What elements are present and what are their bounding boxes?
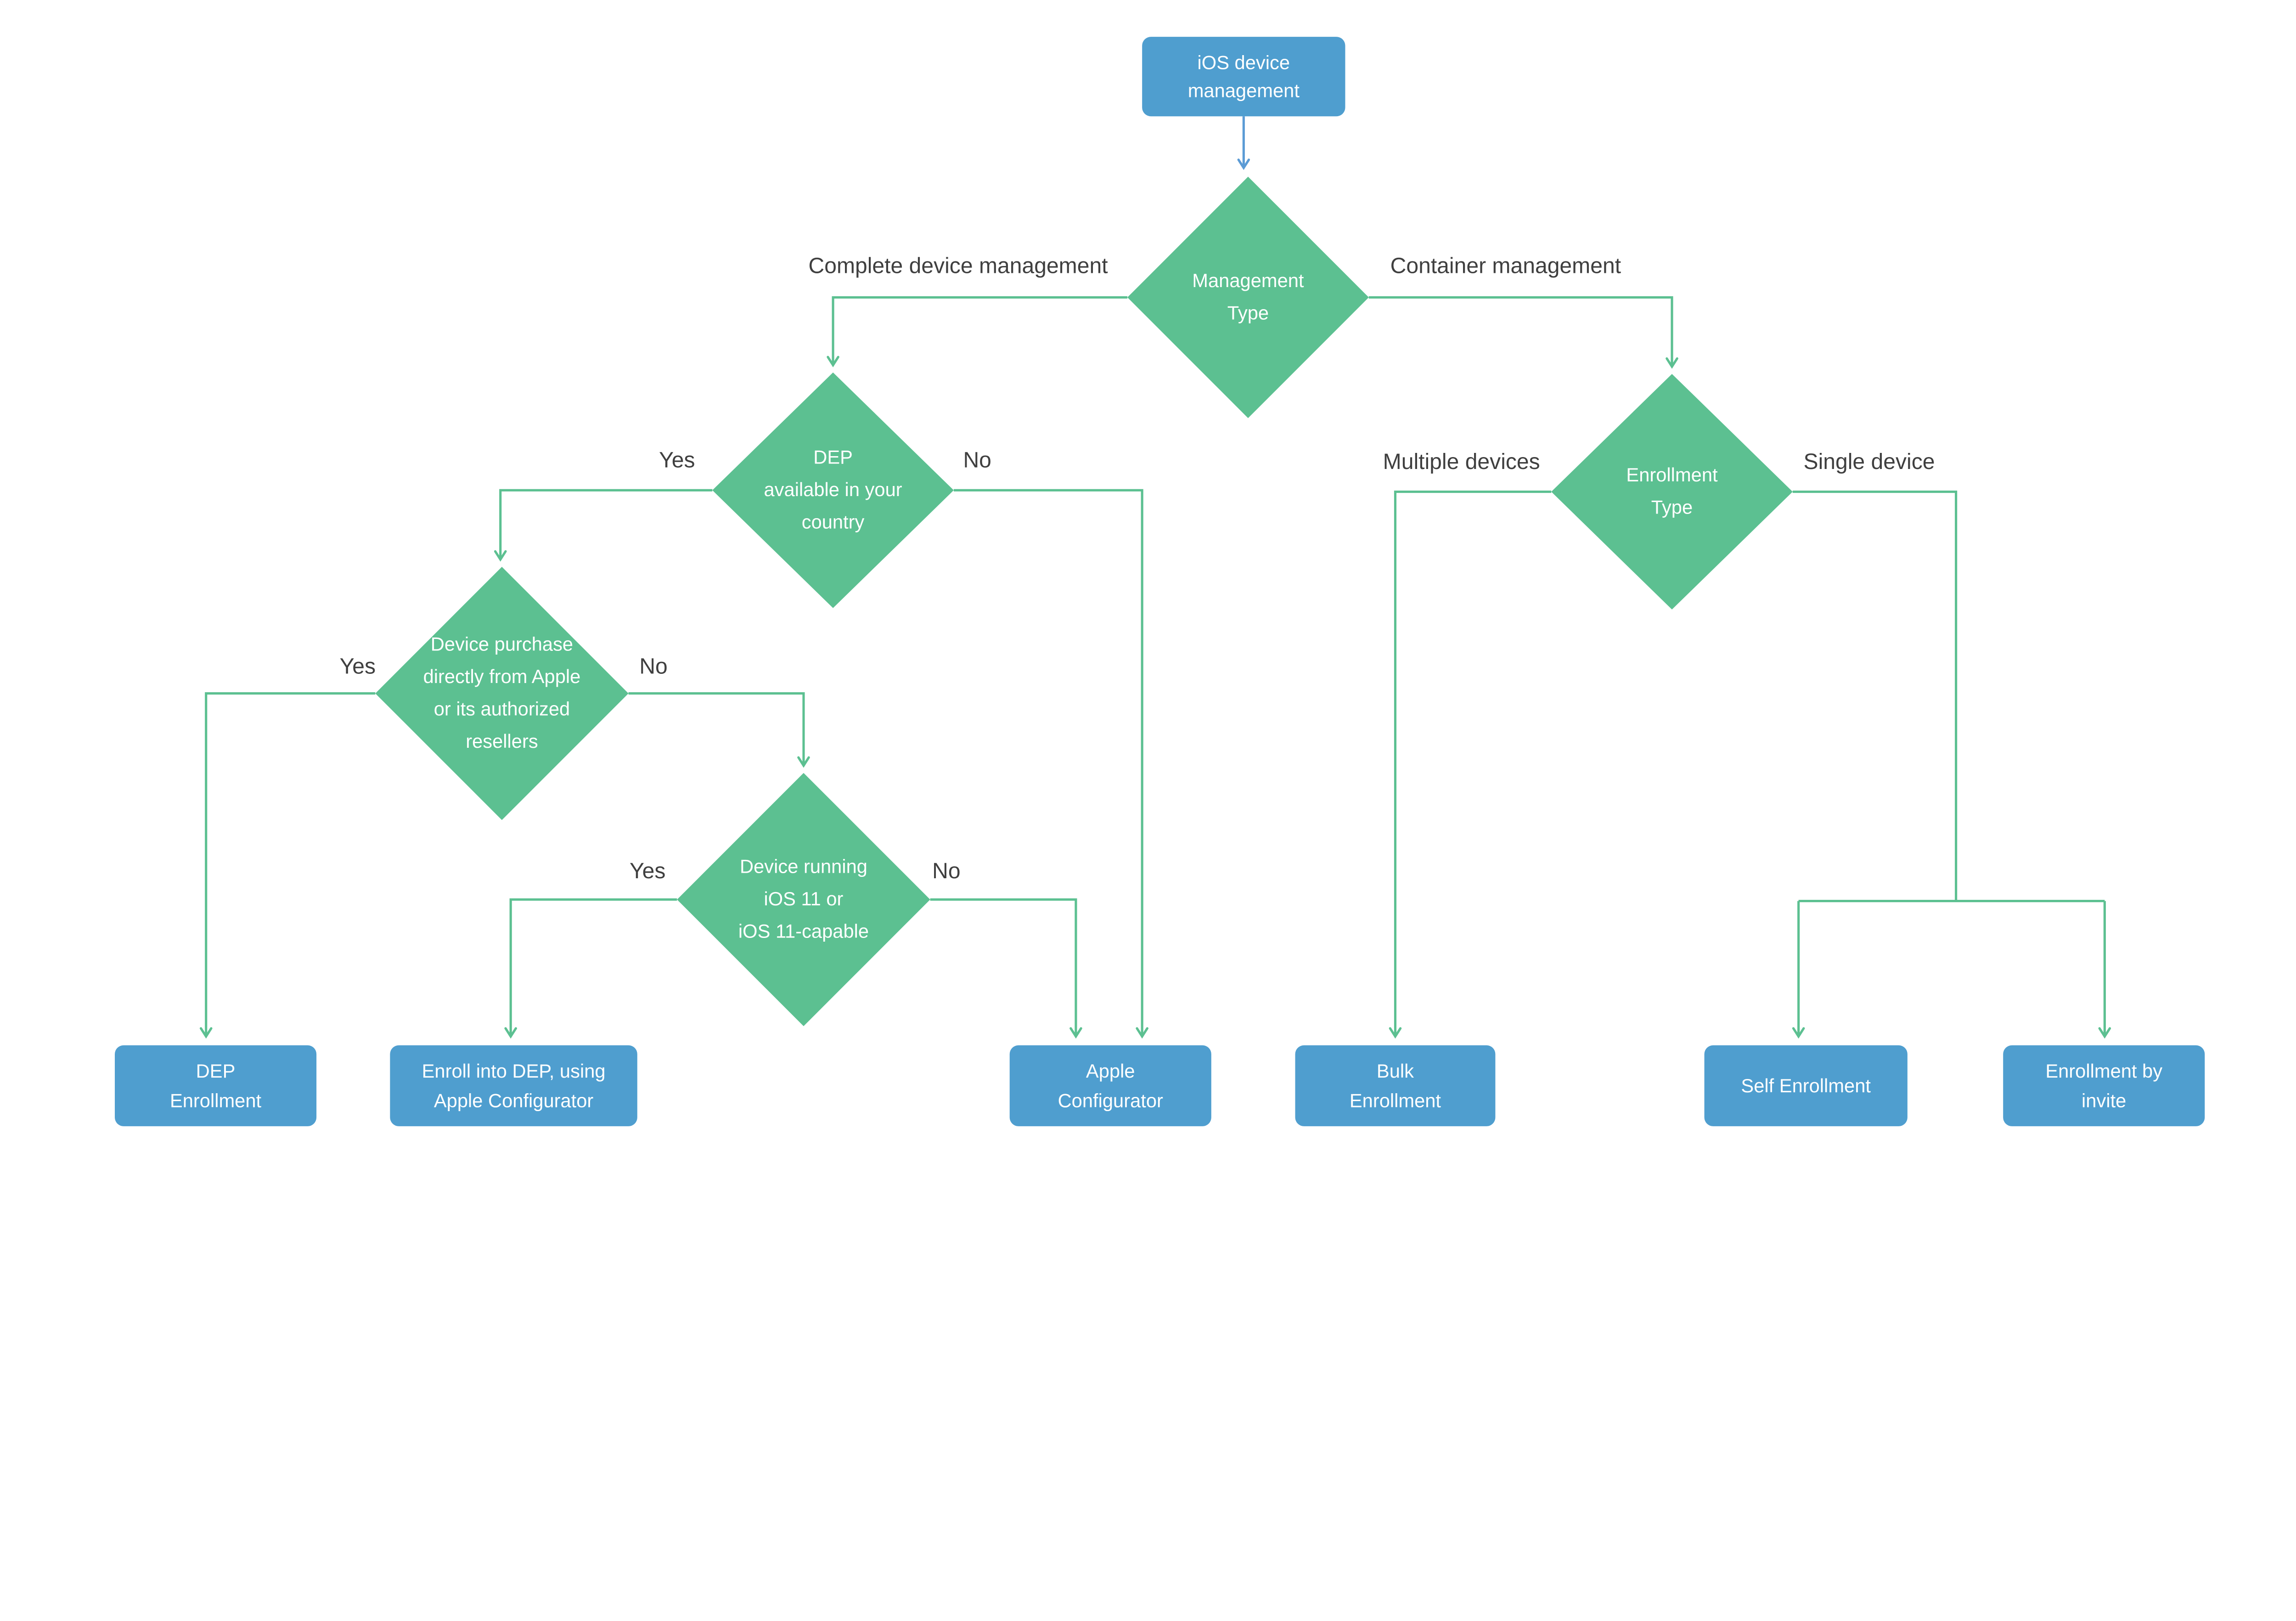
edge-device-purchase-yes [199,692,376,1039]
edge-label-container-management: Container management [1390,254,1621,279]
edge-label-dep-available-yes: Yes [659,448,695,474]
node-enrollment-by-invite: Enrollment by invite [2003,1045,2205,1126]
edge-label-multiple-devices: Multiple devices [1383,450,1540,475]
edge-label-device-ios11-yes: Yes [630,859,666,884]
node-management-type-label: Management Type [1192,269,1304,324]
node-enroll-into-dep: Enroll into DEP, using Apple Configurato… [390,1045,637,1126]
connectors [199,116,2111,1039]
edge-label-single-device: Single device [1803,450,1935,475]
node-ios-device-management: iOS device management [1142,37,1345,117]
node-apple-configurator: Apple Configurator [1009,1045,1211,1126]
node-bulk-enrollment-label: Bulk Enrollment [1349,1060,1441,1111]
node-enroll-into-dep-label: Enroll into DEP, using Apple Configurato… [422,1060,606,1111]
node-dep-enrollment: DEP Enrollment [115,1045,317,1126]
edge-enrollment-single [1792,490,1958,901]
edge-management-container [1368,296,1678,369]
edge-device-ios11-no [930,898,1082,1039]
node-self-enrollment-label: Self Enrollment [1741,1074,1871,1097]
edge-management-complete [827,296,1128,367]
node-device-ios11-label: Device running iOS 11 or iOS 11-capable [738,855,869,943]
edge-label-device-ios11-no: No [932,859,961,884]
node-enrollment-type-label: Enrollment Type [1626,463,1718,519]
node-ios-device-management-label: iOS device management [1187,51,1300,102]
edge-label-device-purchase-no: No [639,654,668,680]
node-bulk-enrollment: Bulk Enrollment [1295,1045,1496,1126]
edge-device-ios11-yes [504,898,677,1039]
edge-enrollment-multiple [1389,490,1552,1039]
edge-label-device-purchase-yes: Yes [339,654,376,680]
edge-label-complete-device-management: Complete device management [808,254,1108,279]
flowchart-canvas: iOS device management DEP Enrollment Enr… [115,37,2205,1126]
edge-label-dep-available-no: No [963,448,991,474]
edge-device-purchase-no [628,692,810,768]
edge-dep-available-yes [494,489,713,562]
node-apple-configurator-label: Apple Configurator [1058,1060,1163,1111]
node-self-enrollment: Self Enrollment [1704,1045,1908,1126]
node-dep-enrollment-label: DEP Enrollment [169,1060,262,1111]
node-device-purchase-label: Device purchase directly from Apple or i… [423,633,581,753]
node-dep-available-label: DEP available in your country [764,446,902,533]
edge-dep-available-no [953,489,1148,1039]
node-enrollment-by-invite-label: Enrollment by invite [2045,1060,2163,1111]
